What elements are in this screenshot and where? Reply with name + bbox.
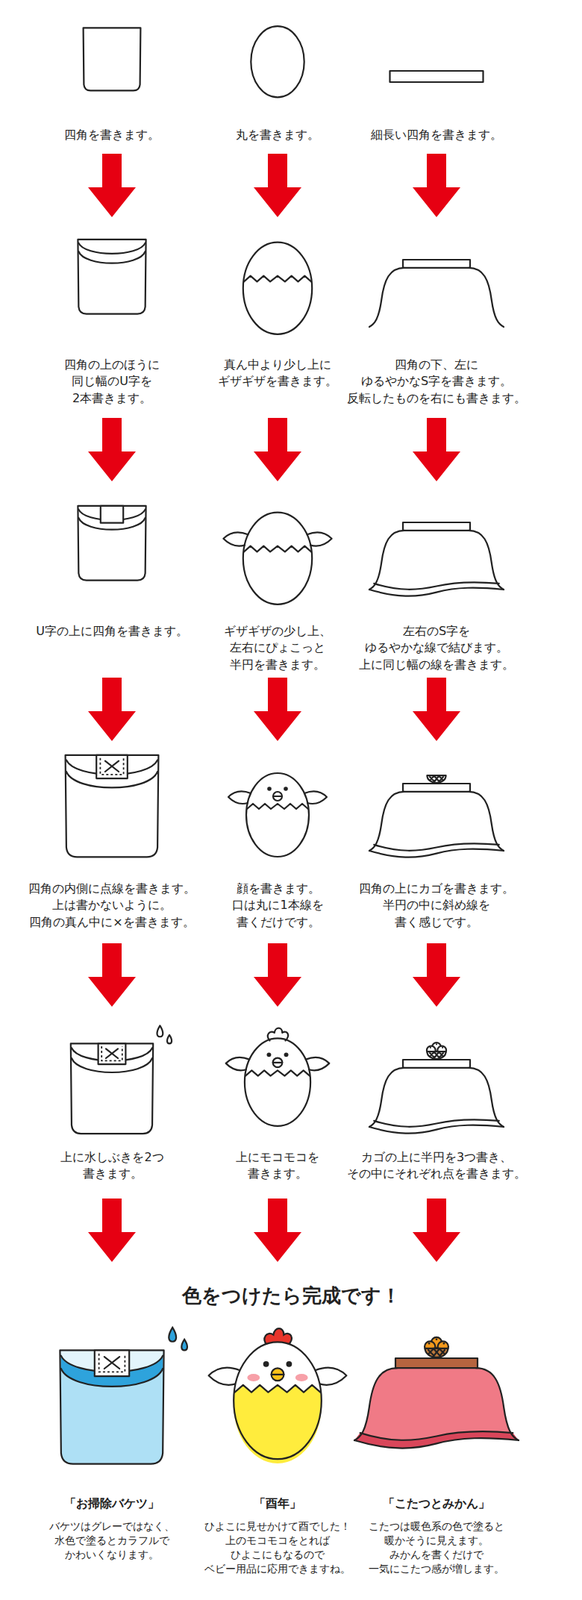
item-note: こたつは暖色系の色で塗ると 暖かそうに見えます。 みかんを書くだけで 一気にこた…	[365, 1519, 508, 1576]
step-caption: カゴの上に半円を3つ書き、 その中にそれぞれ点を書きます。	[343, 1149, 530, 1183]
step-caption: 四角の上にカゴを書きます。 半円の中に斜め線を 書く感じです。	[355, 880, 518, 931]
kotatsu-colored	[354, 1337, 519, 1449]
chick-step1	[250, 26, 304, 97]
step-caption: 左右のS字を ゆるやかな線で結びます。 上に同じ幅の線を書きます。	[355, 623, 518, 674]
step-caption: 丸を書きます。	[232, 126, 323, 144]
kotatsu-step3	[369, 522, 504, 597]
kotatsu-step5	[369, 1042, 504, 1134]
bucket-step3	[77, 505, 146, 581]
item-name: 「お掃除バケツ」	[61, 1496, 163, 1512]
step-caption: U字の上に四角を書きます。	[32, 623, 192, 640]
bucket-colored	[59, 1327, 188, 1464]
chick-step5	[226, 1028, 330, 1126]
item-name: 「こたつとみかん」	[379, 1496, 494, 1512]
kotatsu-step4	[369, 775, 504, 857]
step-caption: 四角の下、左に ゆるやかなS字を書きます。 反転したものを右にも書きます。	[343, 356, 530, 407]
bucket-step4	[65, 755, 159, 858]
heading: 色をつけたら完成です！	[179, 1283, 404, 1309]
item-note: バケツはグレーではなく、 水色で塗るとカラフルで かわいくなります。	[46, 1519, 178, 1562]
chick-step3	[223, 512, 332, 605]
step-caption: 上に水しぶきを2つ 書きます。	[57, 1149, 168, 1183]
chick-step4	[228, 773, 327, 857]
step-arrows	[88, 153, 461, 1262]
step-caption: 四角の上のほうに 同じ幅のU字を 2本書きます。	[61, 356, 163, 407]
step-caption: 細長い四角を書きます。	[367, 126, 506, 144]
chick-colored	[208, 1328, 347, 1464]
step-caption: 顔を書きます。 口は丸に1本線を 書くだけです。	[229, 880, 327, 931]
step-caption: 上にモコモコを 書きます。	[232, 1149, 323, 1183]
item-name: 「酉年」	[250, 1496, 305, 1512]
bucket-step5	[70, 1025, 172, 1134]
bucket-step2	[77, 239, 146, 315]
bucket-step1	[83, 27, 142, 91]
step-caption: 真ん中より少し上に ギザギザを書きます。	[214, 356, 341, 391]
step-caption: 四角の内側に点線を書きます。 上は書かないように。 四角の真ん中に×を書きます。	[25, 880, 199, 931]
kotatsu-step1	[390, 70, 484, 83]
item-note: ひよこに見せかけて酉でした！ 上のモコモコをとれば ひよこにもなるので ベビー用…	[201, 1519, 354, 1576]
step-caption: ギザギザの少し上、 左右にぴょこっと 半円を書きます。	[220, 623, 335, 674]
kotatsu-step2	[369, 259, 504, 327]
chick-step2	[243, 242, 312, 335]
step-caption: 四角を書きます。	[61, 126, 163, 144]
